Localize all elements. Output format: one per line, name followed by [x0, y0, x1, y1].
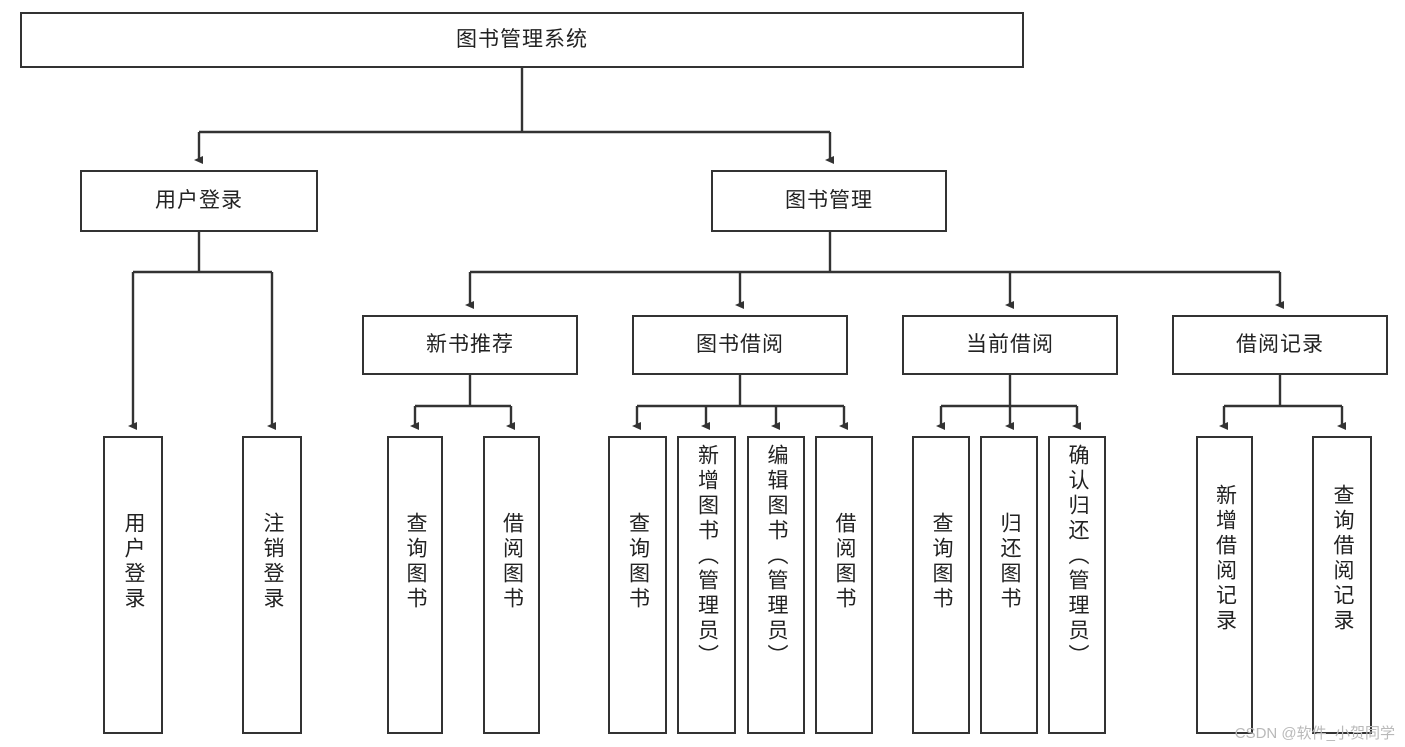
node-book-management[interactable]: 图书管理	[711, 170, 947, 232]
leaf-current-query-book[interactable]: 查询图书	[912, 436, 970, 734]
leaf-record-add-borrow-record[interactable]: 新增借阅记录	[1196, 436, 1253, 734]
node-root-book-management-system[interactable]: 图书管理系统	[20, 12, 1024, 68]
node-new-book-recommend[interactable]: 新书推荐	[362, 315, 578, 375]
leaf-borrow-borrow-book[interactable]: 借阅图书	[815, 436, 873, 734]
leaf-label: 查询图书	[626, 512, 650, 612]
node-label: 新书推荐	[426, 332, 514, 356]
leaf-borrow-query-book[interactable]: 查询图书	[608, 436, 667, 734]
leaf-label: 新增借阅记录	[1213, 484, 1237, 634]
node-current-borrow[interactable]: 当前借阅	[902, 315, 1118, 375]
node-book-borrow[interactable]: 图书借阅	[632, 315, 848, 375]
node-label: 图书管理系统	[456, 27, 588, 51]
leaf-borrow-edit-book-admin[interactable]: 编辑图书（管理员）	[747, 436, 805, 734]
leaf-current-return-book[interactable]: 归还图书	[980, 436, 1038, 734]
leaf-label: 注销登录	[261, 512, 285, 612]
leaf-label: 查询图书	[930, 512, 954, 612]
leaf-user-login-login[interactable]: 用户登录	[103, 436, 163, 734]
node-label: 图书管理	[785, 188, 873, 212]
leaf-current-confirm-return-admin[interactable]: 确认归还（管理员）	[1048, 436, 1106, 734]
leaf-label: 查询借阅记录	[1331, 484, 1355, 634]
leaf-label: 借阅图书	[500, 512, 524, 612]
node-label: 图书借阅	[696, 332, 784, 356]
node-borrow-record[interactable]: 借阅记录	[1172, 315, 1388, 375]
leaf-label: 借阅图书	[833, 512, 857, 612]
leaf-user-login-logout[interactable]: 注销登录	[242, 436, 302, 734]
leaf-label: 查询图书	[404, 512, 428, 612]
leaf-record-query-borrow-record[interactable]: 查询借阅记录	[1312, 436, 1372, 734]
leaf-label: 用户登录	[122, 512, 146, 612]
leaf-label: 编辑图书（管理员）	[765, 444, 789, 669]
leaf-new-book-query[interactable]: 查询图书	[387, 436, 443, 734]
leaf-borrow-add-book-admin[interactable]: 新增图书（管理员）	[677, 436, 736, 734]
node-label: 用户登录	[155, 188, 243, 212]
node-label: 当前借阅	[966, 332, 1054, 356]
node-label: 借阅记录	[1236, 332, 1324, 356]
leaf-label: 确认归还（管理员）	[1066, 444, 1090, 669]
node-user-login[interactable]: 用户登录	[80, 170, 318, 232]
leaf-label: 归还图书	[998, 512, 1022, 612]
leaf-label: 新增图书（管理员）	[695, 444, 719, 669]
leaf-new-book-borrow[interactable]: 借阅图书	[483, 436, 540, 734]
